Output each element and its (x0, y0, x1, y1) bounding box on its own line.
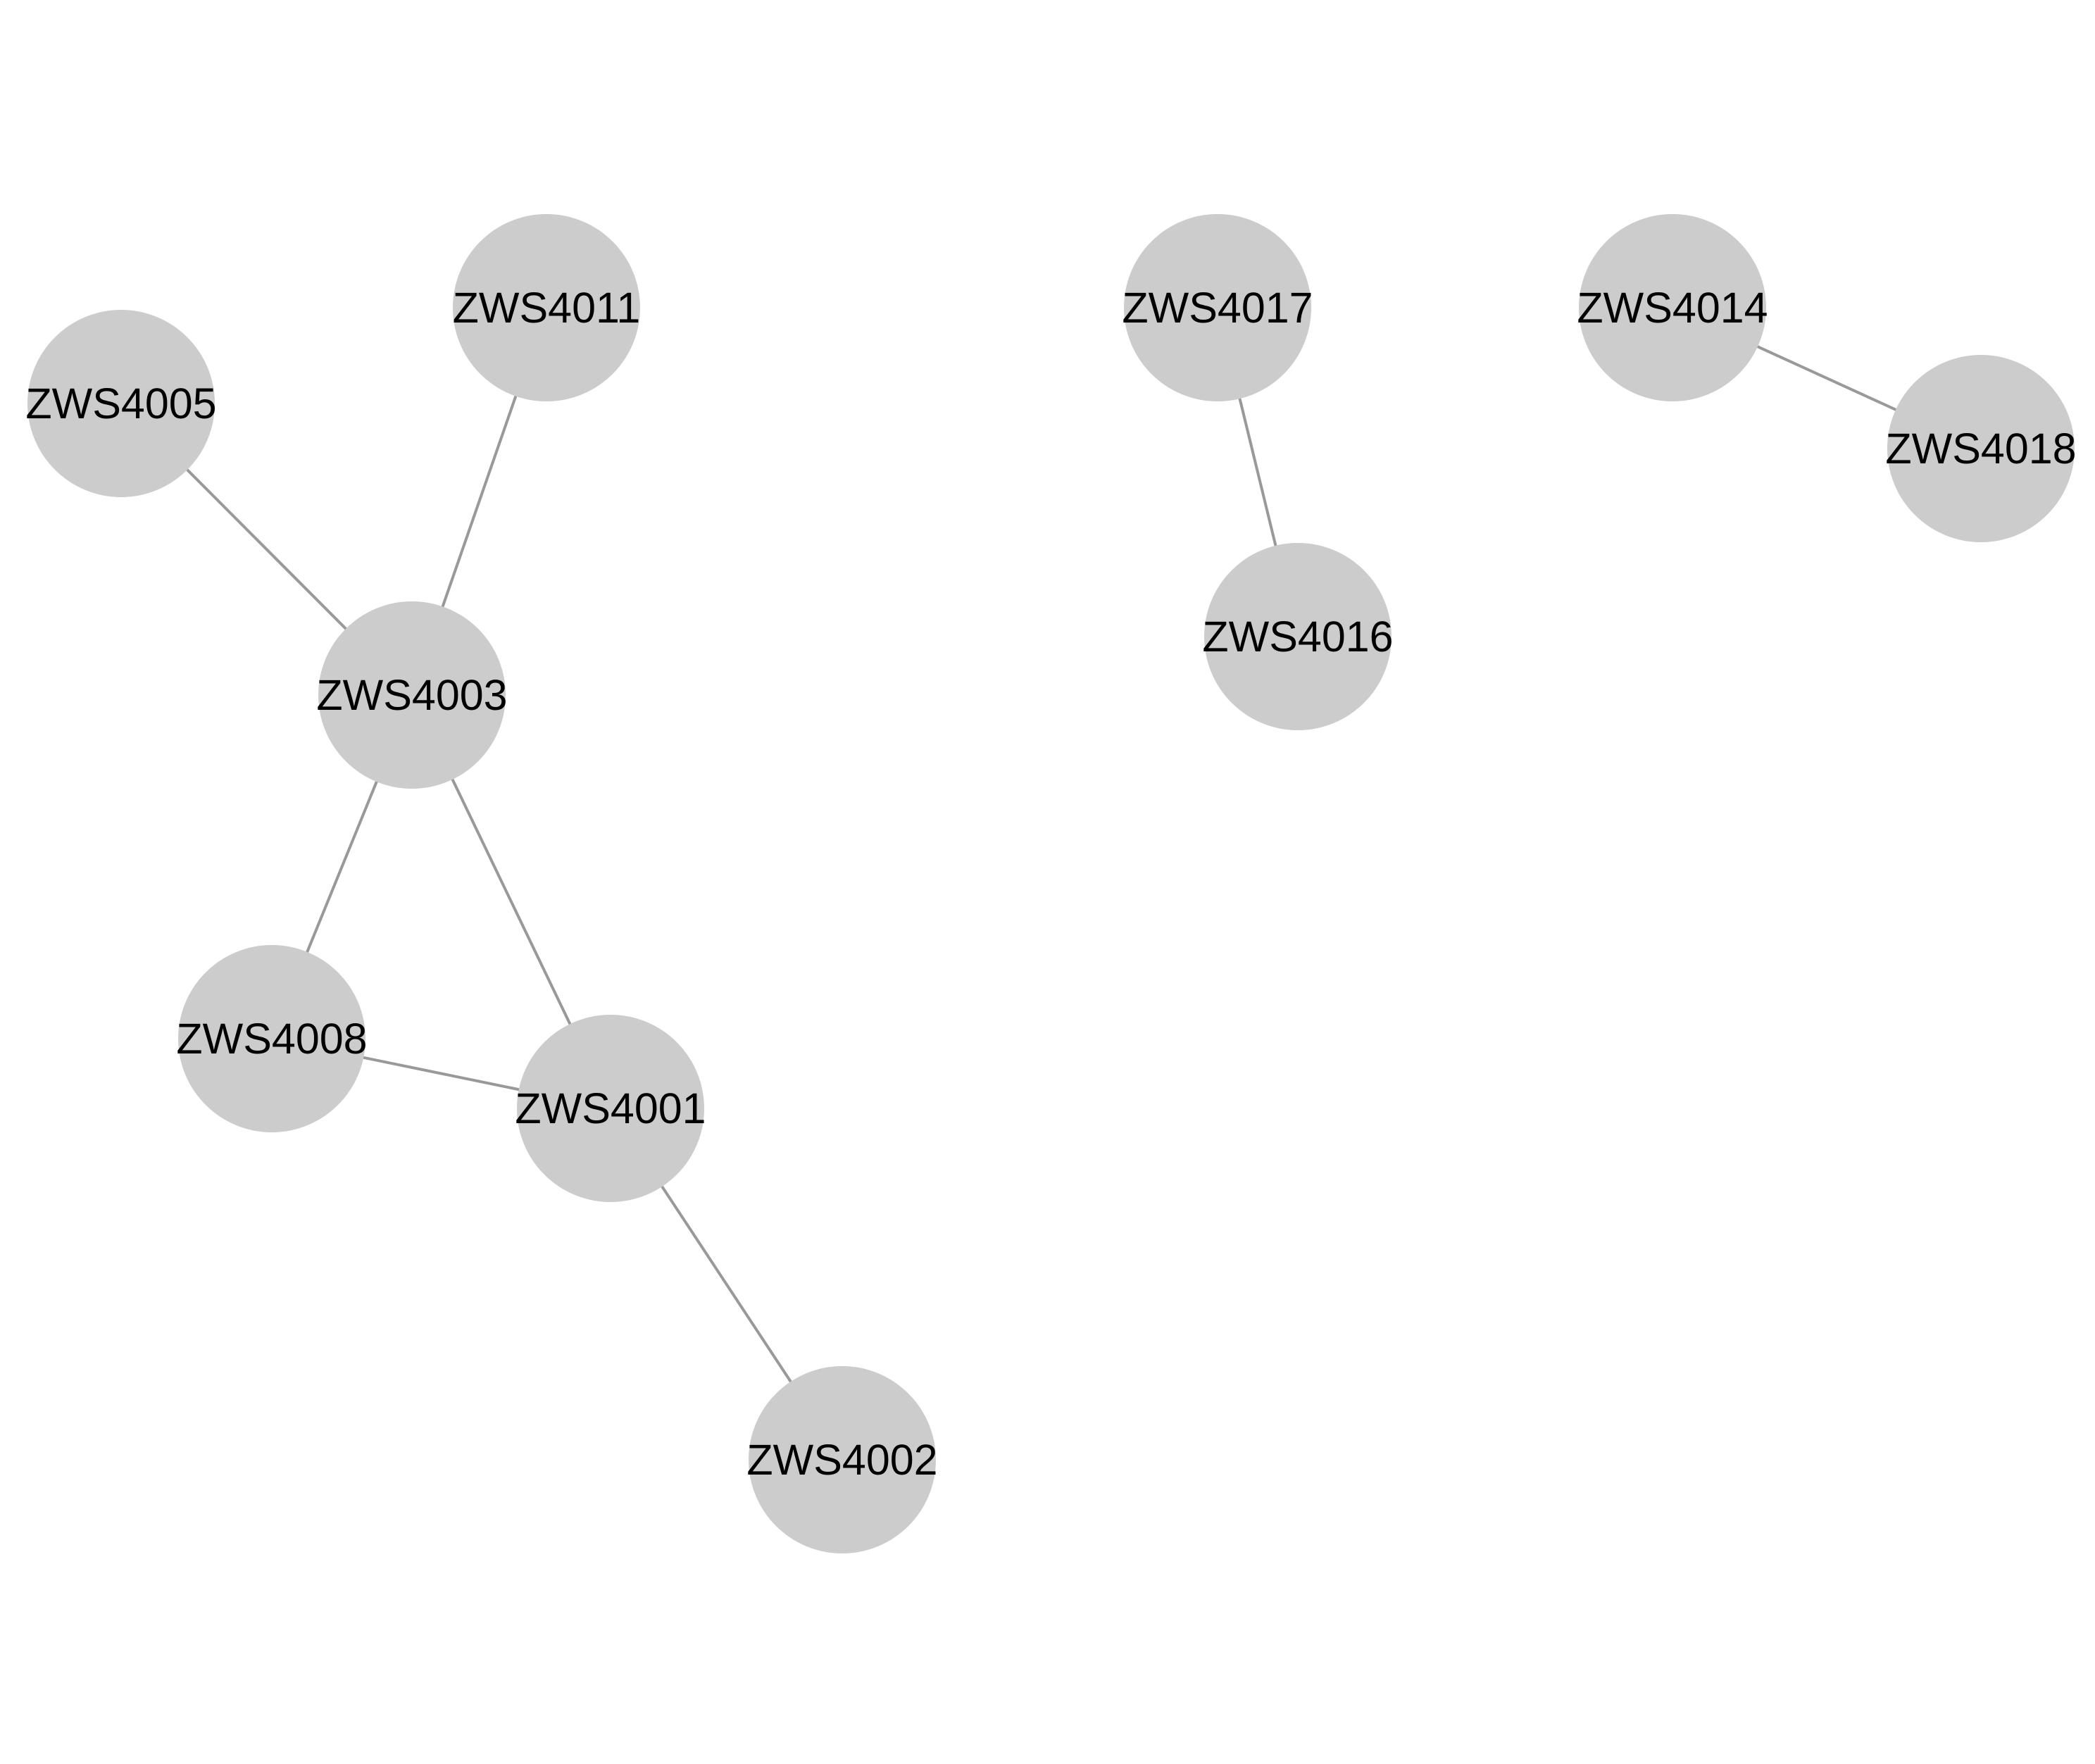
node-label: ZWS4001 (515, 1084, 706, 1132)
graph-node: ZWS4018 (1885, 355, 2077, 542)
node-circle (178, 945, 365, 1132)
node-label: ZWS4016 (1202, 613, 1393, 661)
node-circle (318, 601, 506, 789)
node-label: ZWS4008 (176, 1015, 367, 1063)
node-circle (749, 1366, 936, 1553)
node-label: ZWS4005 (25, 380, 216, 427)
graph-node: ZWS4005 (25, 310, 217, 497)
node-label: ZWS4002 (746, 1436, 937, 1484)
node-label: ZWS4017 (1122, 284, 1313, 332)
node-label: ZWS4011 (453, 284, 641, 332)
node-circle (27, 310, 215, 497)
node-circle (1579, 214, 1766, 401)
graph-node: ZWS4008 (176, 945, 368, 1132)
graph-node: ZWS4017 (1122, 214, 1313, 401)
graph-node: ZWS4001 (515, 1015, 706, 1202)
graph-node: ZWS4016 (1202, 543, 1394, 730)
node-label: ZWS4018 (1885, 425, 2076, 473)
graph-node: ZWS4014 (1577, 214, 1768, 401)
edges-layer (120, 306, 1982, 1461)
node-circle (1124, 214, 1311, 401)
node-circle (517, 1015, 704, 1202)
graph-node: ZWS4011 (453, 214, 641, 401)
graph-node: ZWS4002 (746, 1366, 938, 1553)
node-circle (1204, 543, 1392, 730)
nodes-layer: ZWS4011ZWS4005ZWS4003ZWS4008ZWS4001ZWS40… (25, 214, 2077, 1553)
node-label: ZWS4014 (1577, 284, 1768, 332)
node-circle (453, 214, 640, 401)
graph-node: ZWS4003 (316, 601, 508, 789)
node-label: ZWS4003 (316, 671, 507, 719)
node-circle (1887, 355, 2075, 542)
